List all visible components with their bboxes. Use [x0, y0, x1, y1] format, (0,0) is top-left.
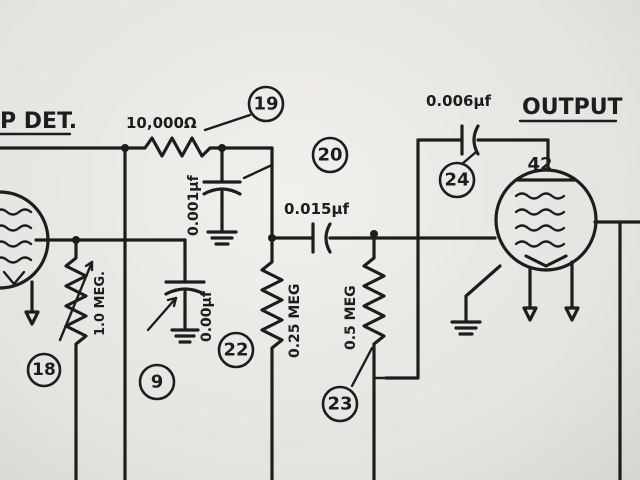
detector-title: P DET. [0, 109, 77, 134]
resistor-05meg [350, 138, 420, 480]
svg-text:22: 22 [223, 340, 248, 361]
resistor-025meg-label: 0.25 MEG [287, 284, 303, 358]
capacitor-left [146, 280, 206, 344]
resistor-025meg [260, 236, 284, 480]
resistor-1meg-label: 1.0 MEG. [93, 271, 108, 336]
resistor-05meg-label: 0.5 MEG [343, 285, 359, 350]
callout-23: 23 [321, 385, 359, 423]
output-title: OUTPUT [522, 95, 623, 120]
capacitor-0006uf [416, 124, 550, 172]
svg-text:19: 19 [253, 94, 278, 115]
capacitor-0001uf [202, 146, 274, 246]
callout-20: 20 [311, 136, 349, 174]
svg-text:20: 20 [317, 145, 342, 166]
callout-18: 18 [26, 352, 62, 388]
svg-text:9: 9 [151, 372, 164, 393]
detector-plate-wiring [0, 146, 187, 326]
callout-9: 9 [138, 363, 176, 401]
capacitor-0001uf-label: 0.001μf [186, 174, 202, 236]
callout-22: 22 [217, 331, 255, 369]
svg-text:24: 24 [444, 170, 469, 191]
tube-type-label: 42 [527, 154, 552, 175]
capacitor-left-label: 0.00μf [199, 290, 215, 342]
callout-24: 24 [438, 161, 476, 199]
resistor-10k [123, 113, 274, 240]
capacitor-0015uf-label: 0.015μf [284, 200, 349, 218]
resistor-10k-label: 10,000Ω [126, 114, 197, 132]
output-tube-42 [450, 168, 640, 480]
callout-19: 19 [247, 85, 285, 123]
svg-text:18: 18 [32, 360, 56, 380]
capacitor-0015uf [311, 222, 332, 254]
resistor-1meg [58, 236, 94, 480]
svg-text:23: 23 [327, 394, 352, 415]
capacitor-0006uf-label: 0.006μf [426, 92, 491, 110]
